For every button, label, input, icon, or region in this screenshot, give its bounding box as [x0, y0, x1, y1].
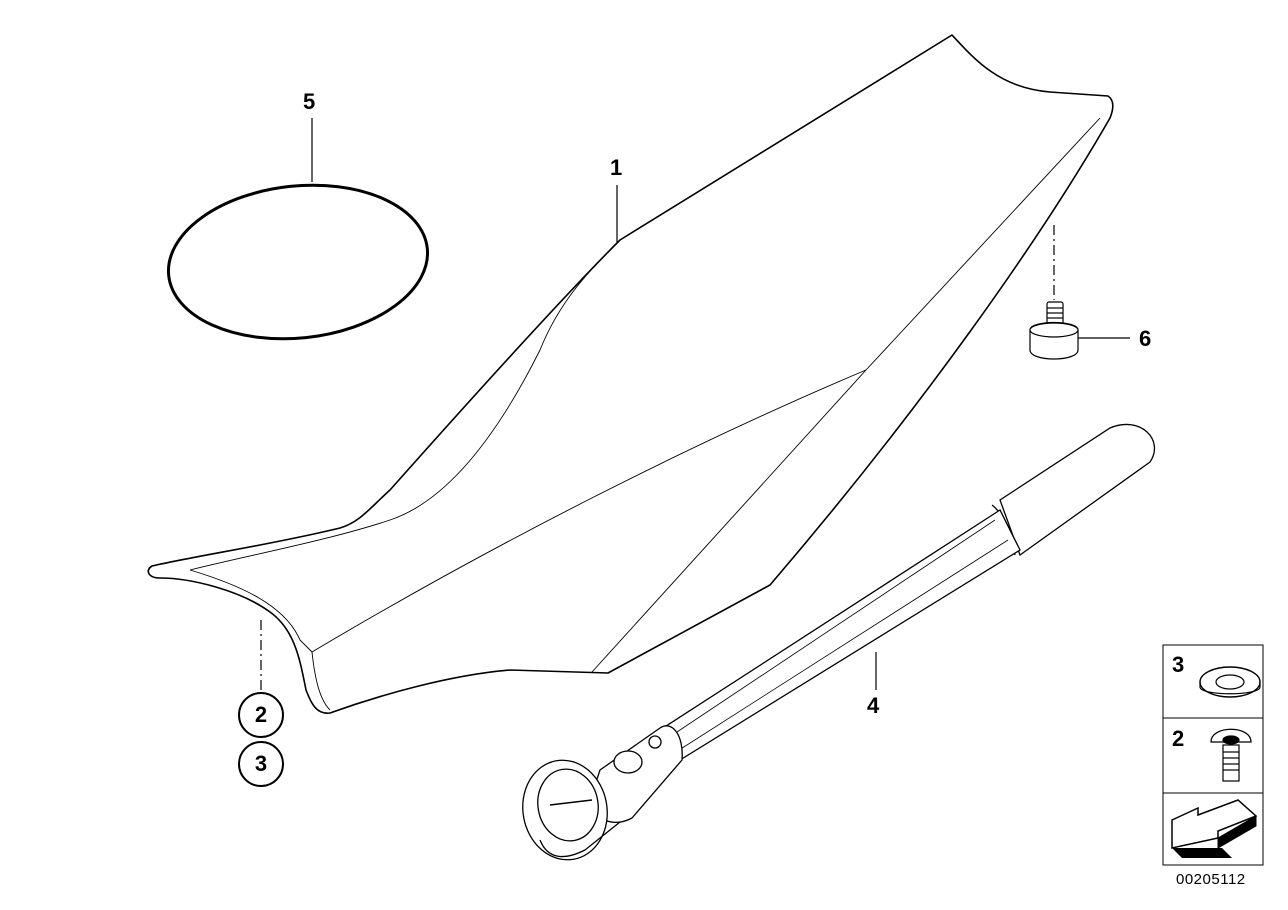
pump-gauge-needle — [549, 799, 593, 806]
callout-4: 4 — [867, 693, 880, 718]
screw-part — [1029, 301, 1079, 360]
callout-1: 1 — [610, 155, 623, 180]
screw-icon — [1210, 728, 1252, 782]
pump-gauge-face — [537, 768, 599, 842]
seat-crease-long — [311, 369, 867, 653]
seat-part — [147, 34, 1114, 714]
pump-part — [522, 423, 1156, 861]
document-number: 00205112 — [1176, 871, 1246, 888]
callout-5: 5 — [303, 89, 316, 114]
arrow-icon — [1171, 799, 1258, 858]
seat-crease-diag — [591, 117, 1101, 673]
seat-front-edge — [311, 651, 331, 711]
seat-side-edge — [189, 569, 313, 653]
seat-top-edge — [189, 239, 621, 571]
leader-lines — [260, 118, 1130, 690]
callout-6: 6 — [1139, 326, 1152, 351]
circled-callout-3: 3 — [238, 741, 284, 787]
circled-callout-2: 2 — [238, 692, 284, 738]
legend-number-2: 2 — [1172, 726, 1185, 751]
pump-barrel — [659, 509, 1021, 761]
o-ring-part — [166, 183, 430, 341]
legend-number-3: 3 — [1172, 652, 1185, 677]
seat-outline — [147, 34, 1114, 714]
legend-box — [1162, 644, 1264, 866]
pump-handle — [999, 423, 1156, 557]
